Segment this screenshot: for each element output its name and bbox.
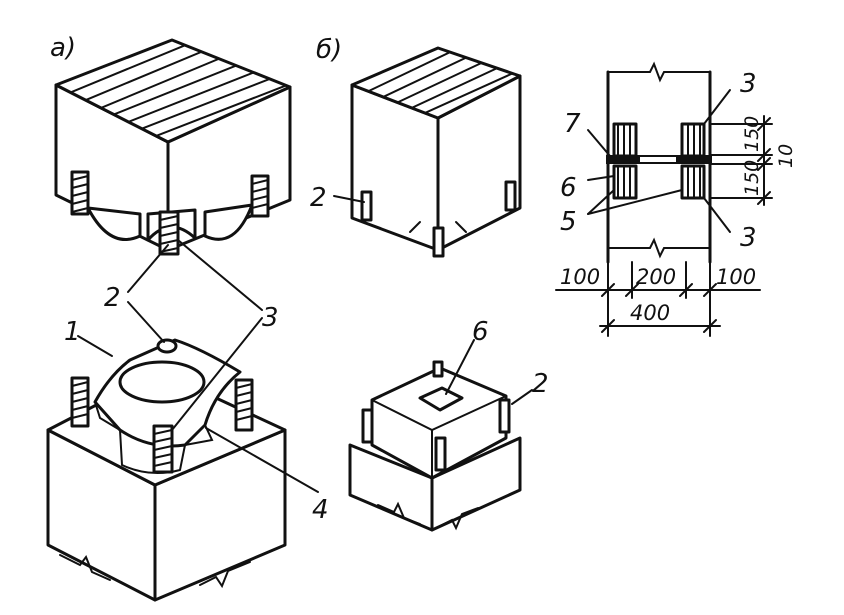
section-callout-3-bottom: 3 <box>740 223 757 253</box>
dim-150-bottom: 150 <box>741 160 763 196</box>
upper-column-b-pin <box>360 190 373 222</box>
labels: а) б) 2 3 1 4 2 2 6 3 7 6 5 3 150 150 10… <box>50 33 797 525</box>
section-plates <box>612 122 706 200</box>
upper-column-a-recess-left <box>86 206 142 241</box>
callout-2-b-bottom: 2 <box>532 369 549 399</box>
lower-column-b-pin <box>361 408 374 444</box>
lower-column-b-right-face <box>430 436 522 532</box>
dim-400: 400 <box>630 301 670 325</box>
upper-column-a-recess-right <box>203 203 254 241</box>
dim-100-right: 100 <box>716 265 756 289</box>
upper-column-b-pin <box>432 226 445 258</box>
leaders-a <box>77 239 319 493</box>
callout-6-b: 6 <box>472 317 489 347</box>
upper-column-b <box>350 46 522 258</box>
lower-column-b <box>348 360 522 532</box>
break-mark <box>199 561 251 589</box>
central-opening <box>118 360 206 404</box>
callout-3-left: 3 <box>262 303 279 333</box>
lower-column-a-rod-right <box>234 378 254 432</box>
break-mark <box>377 501 421 525</box>
leader-6-b <box>445 339 475 395</box>
lower-column-a <box>46 338 287 602</box>
section-callout-7: 7 <box>564 109 581 139</box>
section-break-bottom <box>607 237 711 259</box>
callout-4: 4 <box>312 495 329 525</box>
lower-column-b-pin <box>498 398 511 434</box>
upper-column-b-pin <box>504 180 517 212</box>
panel-label-b: б) <box>316 35 342 65</box>
upper-column-a-rod-right <box>250 174 270 218</box>
section-callout-3-top: 3 <box>740 69 757 99</box>
upper-column-a-rod-left <box>70 170 90 216</box>
section-detail <box>555 61 773 337</box>
lower-column-b-pin <box>434 436 447 472</box>
lower-column-b-pin <box>432 360 444 378</box>
dim-150-top: 150 <box>741 116 763 152</box>
dim-100-left: 100 <box>560 265 600 289</box>
section-callout-6: 6 <box>560 173 577 203</box>
section-callout-5: 5 <box>560 207 577 237</box>
panel-label-a: а) <box>50 33 76 63</box>
centering-plate <box>418 386 464 412</box>
upper-column-a-rod-center <box>158 210 180 256</box>
leader-2-b-top <box>333 195 365 203</box>
lower-column-a-rod-back <box>156 338 178 354</box>
dim-10: 10 <box>775 144 797 168</box>
break-mark <box>59 554 111 581</box>
callout-2-left: 2 <box>104 283 121 313</box>
lower-column-a-rod-center <box>152 424 174 474</box>
dim-200: 200 <box>636 265 676 289</box>
lower-column-a-rod-left <box>70 376 90 428</box>
section-break-top <box>607 61 711 83</box>
callout-1: 1 <box>64 317 81 347</box>
break-mark <box>439 507 479 531</box>
leader-2-b-bottom <box>511 389 533 405</box>
callout-2-b-top: 2 <box>310 183 327 213</box>
upper-column-a <box>54 38 292 256</box>
